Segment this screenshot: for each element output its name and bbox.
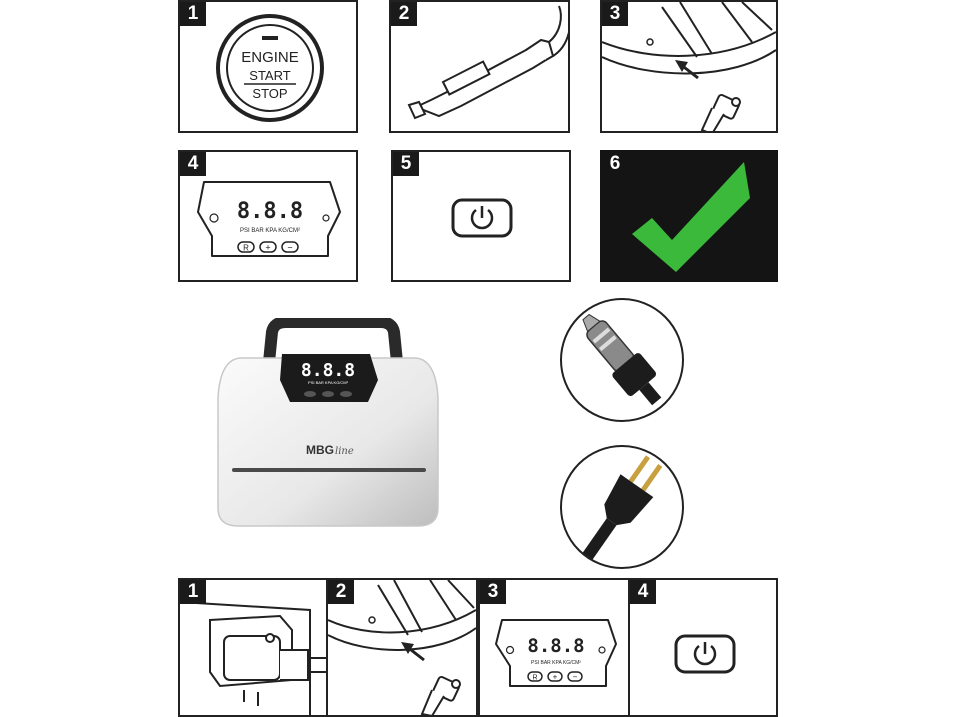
car-lighter-plug-icon bbox=[407, 5, 568, 120]
step-number: 6 bbox=[609, 153, 621, 174]
product-unit-labels: PSI BAR KPA KG/CM² bbox=[308, 380, 349, 385]
car-plug-circle bbox=[558, 296, 686, 424]
car-cigarette-plug-icon bbox=[560, 298, 684, 422]
reset-button-label: R bbox=[532, 675, 537, 682]
step-4-display-panel: 4 8.8.8 PSI BAR KPA KG/CM² R + − bbox=[178, 150, 358, 282]
power-button-icon bbox=[451, 198, 513, 238]
green-checkmark-icon bbox=[632, 162, 750, 272]
unit-labels: PSI BAR KPA KG/CM² bbox=[531, 660, 581, 666]
bottom-step-3-display-panel: 3 8.8.8 PSI BAR KPA KG/CM² R + − bbox=[478, 578, 630, 717]
power-symbol-icon bbox=[209, 213, 219, 223]
step-number: 3 bbox=[602, 2, 628, 26]
step-number: 5 bbox=[393, 152, 419, 176]
bottom-step-2-attach-valve-panel: 2 bbox=[326, 578, 478, 717]
bottom-step-1-wall-plug-panel: 1 bbox=[178, 578, 328, 717]
step-2-plug-lighter-panel: 2 bbox=[389, 0, 570, 133]
start-label: START bbox=[249, 68, 290, 83]
bottom-step-4-power-button-panel: 4 bbox=[628, 578, 778, 717]
power-button-icon bbox=[674, 634, 736, 674]
eu-plug-circle bbox=[558, 443, 686, 571]
light-icon bbox=[322, 214, 330, 222]
reset-button-label: R bbox=[243, 244, 249, 253]
minus-button-label: − bbox=[573, 673, 578, 682]
step-number: 1 bbox=[180, 2, 206, 26]
step-number: 3 bbox=[480, 580, 506, 604]
product-brand: MBG bbox=[306, 443, 334, 457]
step-3-attach-valve-panel: 3 bbox=[600, 0, 778, 133]
control-display-icon: 8.8.8 PSI BAR KPA KG/CM² R + − bbox=[197, 181, 341, 257]
control-display-icon: 8.8.8 PSI BAR KPA KG/CM² R + − bbox=[495, 619, 617, 687]
unit-labels: PSI BAR KPA KG/CM² bbox=[240, 228, 300, 234]
display-digits: 8.8.8 bbox=[527, 635, 584, 657]
tire-valve-icon bbox=[328, 580, 476, 715]
minus-button-label: − bbox=[287, 243, 292, 253]
step-number: 4 bbox=[180, 152, 206, 176]
product-display-digits: 8.8.8 bbox=[301, 360, 355, 381]
step-5-power-button-panel: 5 bbox=[391, 150, 571, 282]
tire-valve-icon bbox=[602, 2, 776, 131]
power-symbol-icon bbox=[505, 645, 515, 655]
engine-start-button-icon: ENGINE START STOP bbox=[216, 14, 324, 122]
step-number: 2 bbox=[328, 580, 354, 604]
plus-button-label: + bbox=[553, 673, 558, 682]
wall-socket-plug-icon bbox=[180, 601, 326, 715]
plus-button-label: + bbox=[265, 243, 270, 253]
air-compressor-image: 8.8.8 PSI BAR KPA KG/CM² MBG line bbox=[217, 318, 439, 527]
step-number: 4 bbox=[630, 580, 656, 604]
eu-wall-plug-icon bbox=[560, 445, 684, 569]
air-compressor-product: 8.8.8 PSI BAR KPA KG/CM² MBG line bbox=[210, 318, 446, 530]
display-digits: 8.8.8 bbox=[237, 199, 303, 224]
step-number: 1 bbox=[180, 580, 206, 604]
step-6-done-panel: 6 bbox=[600, 150, 778, 282]
step-number: 2 bbox=[391, 2, 417, 26]
step-1-engine-start-panel: 1 ENGINE START STOP bbox=[178, 0, 358, 133]
product-brand-suffix: line bbox=[335, 446, 354, 457]
engine-label: ENGINE bbox=[241, 49, 299, 66]
stop-label: STOP bbox=[252, 86, 287, 101]
light-icon bbox=[598, 646, 606, 654]
